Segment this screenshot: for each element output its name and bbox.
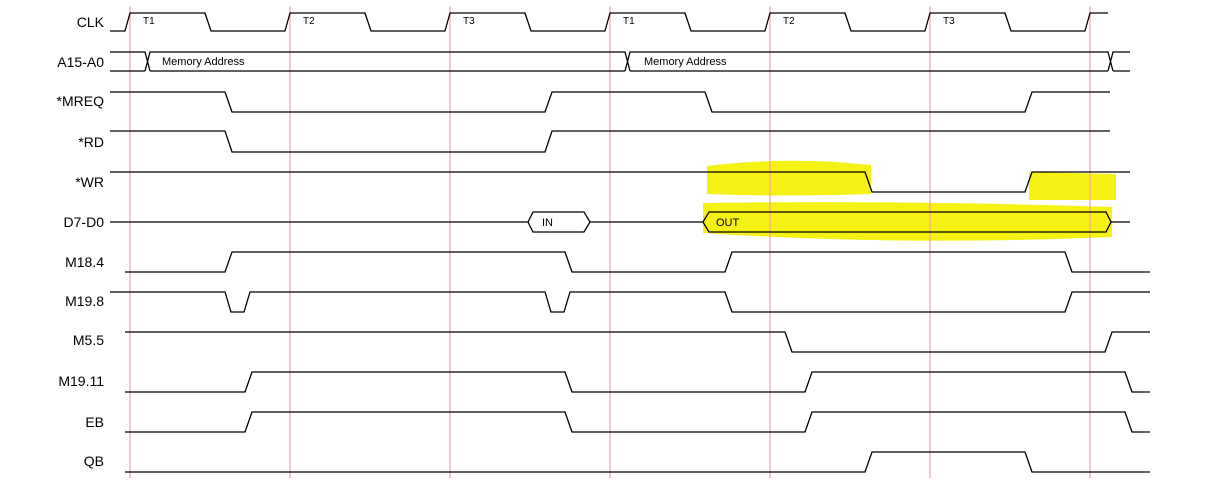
addr-trace: Memory Address Memory Address [110,51,1130,72]
addr-bus-label: Memory Address [644,56,727,68]
addr-bus-top [110,51,1130,72]
signal-label-clk: CLK [77,14,105,30]
signal-label-m184: M18.4 [65,254,104,270]
data-bus-waveform [110,211,1130,233]
signal-labels: CLK A15-A0 *MREQ *RD *WR D7-D0 M18.4 M19… [57,14,105,469]
signal-label-addr: A15-A0 [57,54,104,70]
qb-waveform [125,451,1150,473]
signal-label-m198: M19.8 [65,293,104,309]
clk-trace: T1 T2 T3 T1 T2 T3 [110,12,1108,32]
signal-label-m1911: M19.11 [58,373,104,389]
wr-highlight-left [707,160,871,196]
signal-label-qb: QB [84,453,104,469]
m1911-waveform [125,371,1150,393]
cycle-markers [129,6,1091,478]
highlight-layer [703,160,1116,241]
data-out-label: OUT [716,217,740,229]
clk-phase-label: T2 [303,16,315,27]
m55-waveform [125,331,1150,353]
m184-waveform [125,251,1150,273]
clk-phase-label: T1 [623,16,635,27]
clk-phase-label: T1 [143,16,155,27]
clk-phase-label: T3 [943,16,955,27]
eb-waveform [125,411,1150,433]
data-out-highlight [703,202,1112,241]
wr-highlight-right [1029,172,1116,200]
signal-label-data: D7-D0 [64,214,105,230]
data-in-label: IN [542,217,553,229]
rd-waveform [110,130,1110,153]
m198-waveform [110,291,1150,313]
clk-waveform [110,12,1108,32]
signal-label-mreq: *MREQ [57,93,105,109]
signal-label-rd: *RD [78,134,104,150]
clk-phase-label: T3 [463,16,475,27]
data-trace: IN OUT [110,211,1130,233]
signal-label-m55: M5.5 [73,332,104,348]
wr-waveform [110,171,1130,193]
signal-label-wr: *WR [75,174,104,190]
mreq-waveform [110,91,1110,113]
clk-phase-label: T2 [783,16,795,27]
signal-label-eb: EB [85,414,104,430]
addr-bus-label: Memory Address [162,56,245,68]
